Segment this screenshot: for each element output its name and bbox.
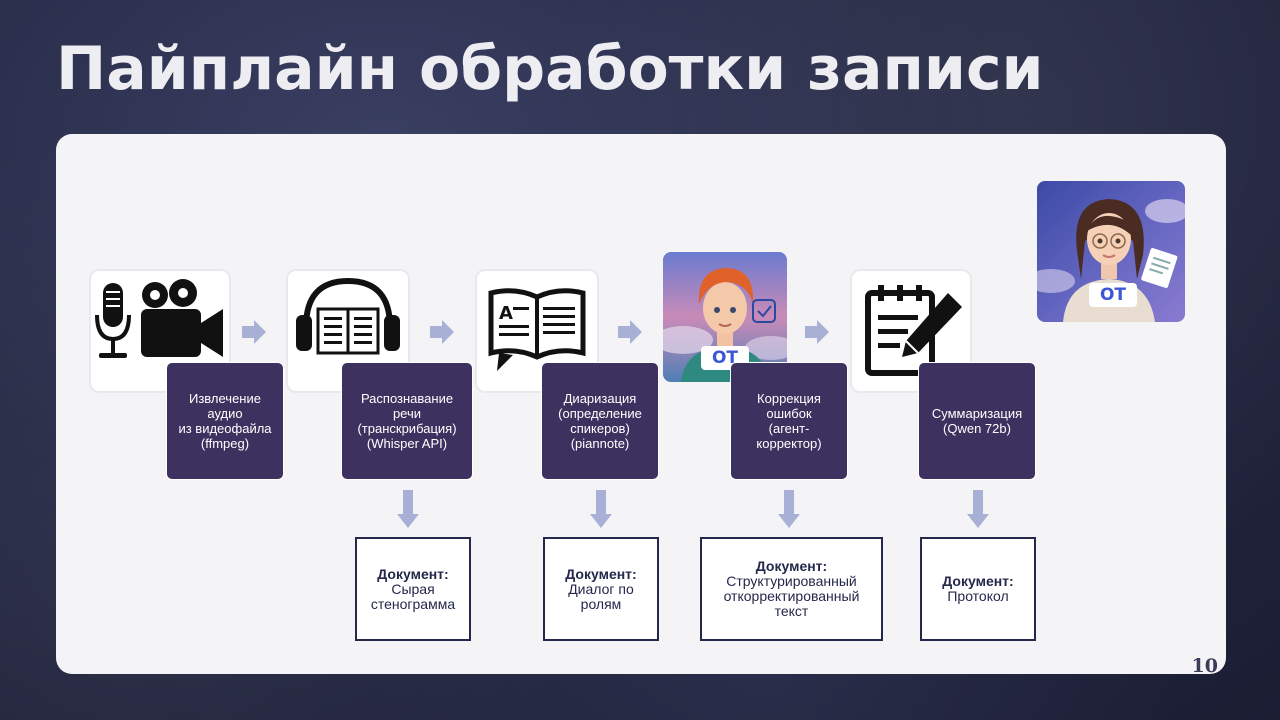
arrow-down-4: [967, 490, 989, 528]
arrow-down-2: [590, 490, 612, 528]
arrow-down-3: [778, 490, 800, 528]
doc-text: Сырая стенограмма: [370, 580, 456, 612]
doc-box-corrected-text: Документ: Структурированный откорректиро…: [700, 537, 883, 641]
slide-title: Пайплайн обработки записи: [56, 34, 1044, 104]
doc-heading: Документ:: [565, 565, 637, 582]
mic-camera-icon: [95, 279, 223, 358]
arrow-right-4: [805, 320, 829, 344]
step-box-audio-extraction: Извлечение аудио из видеофайла (ffmpeg): [166, 362, 284, 480]
headphones-book-icon: [296, 277, 400, 355]
open-book-speech-icon: A: [488, 288, 586, 371]
step-label: Распознавание речи (транскрибация) (Whis…: [357, 391, 457, 451]
doc-box-role-dialogue: Документ: Диалог по ролям: [543, 537, 659, 641]
step-box-error-correction: Коррекция ошибок (агент- корректор): [730, 362, 848, 480]
step-box-summarization: Суммаризация (Qwen 72b): [918, 362, 1036, 480]
step-box-speech-recognition: Распознавание речи (транскрибация) (Whis…: [341, 362, 473, 480]
notepad-pencil-icon: [865, 285, 962, 376]
doc-text: Структурированный откорректированный тек…: [723, 573, 860, 619]
arrow-right-1: [242, 320, 266, 344]
summary-agent-avatar: OT: [1037, 181, 1185, 322]
step-label: Коррекция ошибок (агент- корректор): [756, 391, 822, 451]
doc-heading: Документ:: [755, 558, 828, 574]
arrow-down-1: [397, 490, 419, 528]
doc-box-raw-transcript: Документ: Сырая стенограмма: [355, 537, 471, 641]
doc-text: Протокол: [947, 588, 1009, 604]
doc-heading: Документ:: [942, 573, 1014, 589]
step-box-diarization: Диаризация (определение спикеров) (piann…: [541, 362, 659, 480]
svg-text:A: A: [499, 303, 513, 324]
step-label: Диаризация (определение спикеров) (piann…: [558, 391, 642, 451]
step-label: Извлечение аудио из видеофайла (ffmpeg): [178, 391, 272, 451]
doc-heading: Документ:: [377, 565, 449, 582]
page-number: 10: [1191, 655, 1218, 677]
summary-ot-badge: OT: [1089, 283, 1137, 307]
arrow-right-3: [618, 320, 642, 344]
doc-box-protocol: Документ: Протокол: [920, 537, 1036, 641]
doc-text: Диалог по ролям: [568, 580, 634, 612]
arrow-right-2: [430, 320, 454, 344]
step-label: Суммаризация (Qwen 72b): [931, 406, 1023, 436]
